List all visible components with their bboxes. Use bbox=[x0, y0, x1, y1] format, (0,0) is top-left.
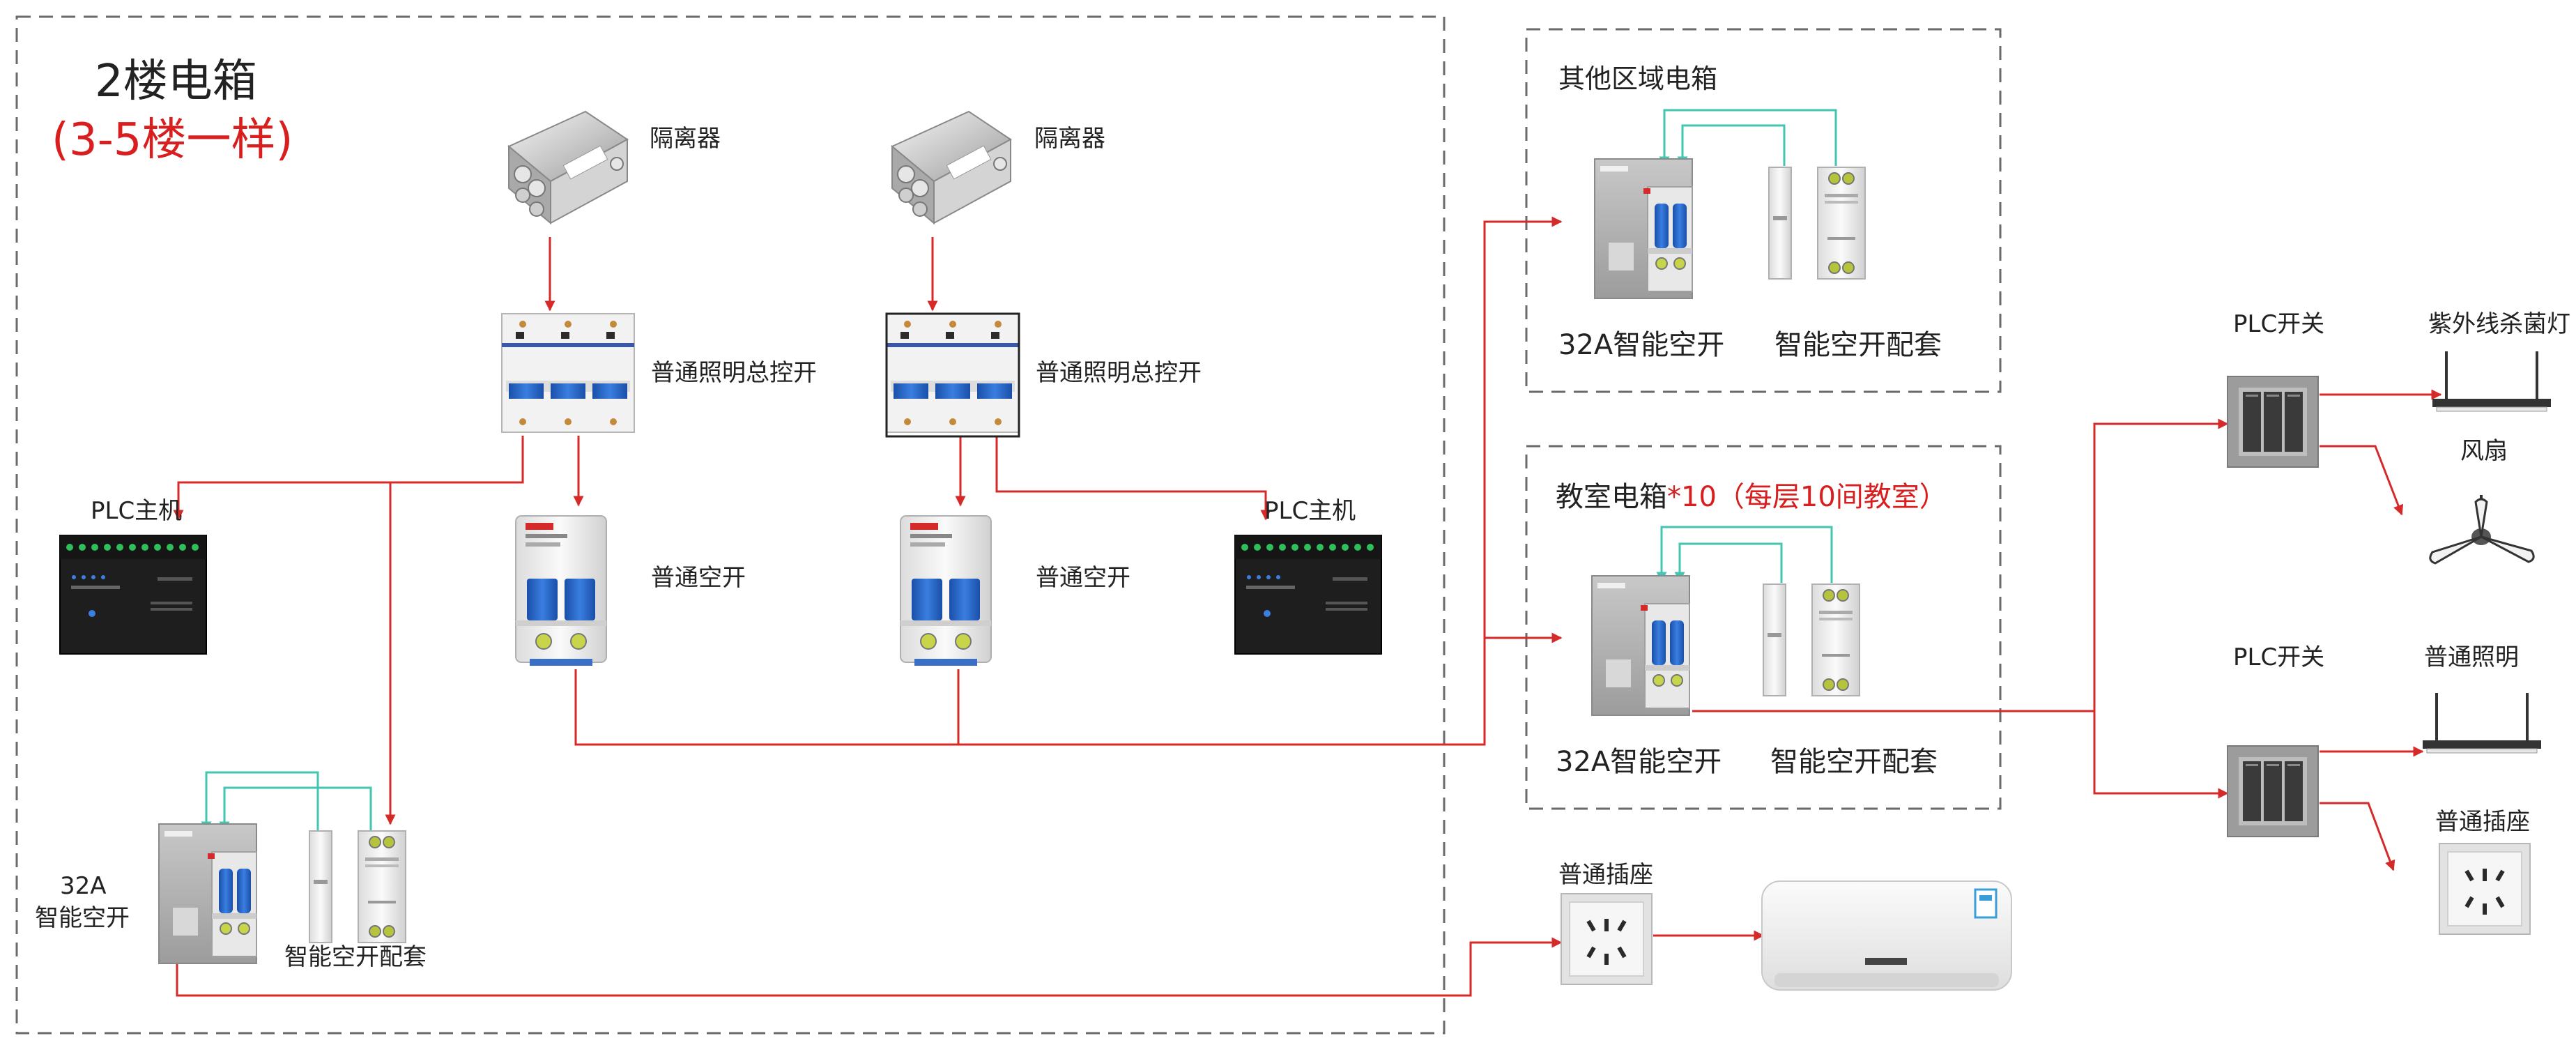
lighting-label: 普通照明 bbox=[2424, 643, 2519, 671]
classroom-box bbox=[1525, 445, 2002, 810]
plc-host-device-2 bbox=[1234, 535, 1382, 655]
breaker-device-1 bbox=[515, 515, 607, 666]
main-switch-label-2: 普通照明总控开 bbox=[1036, 359, 1202, 387]
breaker-device-2 bbox=[900, 515, 992, 666]
other-smart-breaker-label: 32A智能空开 bbox=[1558, 329, 1724, 361]
fan-device bbox=[2429, 495, 2535, 565]
breaker-label-1: 普通空开 bbox=[651, 564, 746, 592]
other-smart-kit-label: 智能空开配套 bbox=[1774, 329, 1942, 361]
main-switch-device-2 bbox=[886, 313, 1020, 433]
plc-host-label-2: PLC主机 bbox=[1264, 497, 1356, 525]
socket-label: 普通插座 bbox=[1558, 861, 1653, 889]
classroom-smart-kit-label: 智能空开配套 bbox=[1770, 746, 1938, 778]
main-switch-label-1: 普通照明总控开 bbox=[651, 359, 817, 387]
other-smart-kit-device bbox=[1768, 167, 1866, 280]
smart-breaker-label-line2: 智能空开 bbox=[35, 904, 130, 932]
floor2-title: 2楼电箱 bbox=[95, 56, 257, 107]
smart-breaker-label-line1: 32A bbox=[60, 872, 107, 900]
plc-host-label-1: PLC主机 bbox=[91, 497, 182, 525]
power-wires bbox=[173, 216, 2442, 997]
smart-breaker-device bbox=[158, 823, 257, 964]
isolator-label-1: 隔离器 bbox=[650, 125, 721, 153]
main-switch-device-1 bbox=[501, 313, 635, 433]
other-area-box bbox=[1525, 28, 2002, 393]
classroom-title: 教室电箱*10（每层10间教室） bbox=[1556, 481, 1947, 513]
plc-switch-device-2 bbox=[2227, 745, 2319, 837]
plc-host-device-1 bbox=[59, 535, 207, 655]
plc-switch-label-1: PLC开关 bbox=[2233, 310, 2324, 338]
air-conditioner bbox=[1761, 880, 2012, 991]
floor2-subtitle: (3-5楼一样) bbox=[52, 114, 293, 166]
classroom-smart-kit-device bbox=[1763, 583, 1860, 696]
uv-lamp-label: 紫外线杀菌灯 bbox=[2428, 310, 2570, 338]
uv-lamp-device bbox=[2431, 350, 2552, 413]
main-switch-frame bbox=[885, 312, 1020, 438]
isolator-label-2: 隔离器 bbox=[1034, 125, 1105, 153]
signal-wires bbox=[201, 109, 1837, 832]
classroom-title-main: 教室电箱 bbox=[1556, 481, 1667, 513]
classroom-smart-breaker-device bbox=[1591, 575, 1690, 716]
smart-kit-label: 智能空开配套 bbox=[284, 943, 427, 971]
breaker-label-2: 普通空开 bbox=[1036, 564, 1130, 592]
fan-label: 风扇 bbox=[2460, 437, 2508, 465]
other-area-title: 其他区域电箱 bbox=[1558, 63, 1717, 94]
smart-kit-device bbox=[309, 830, 406, 943]
plc-switch-device-1 bbox=[2227, 376, 2319, 468]
classroom-smart-breaker-label: 32A智能空开 bbox=[1556, 746, 1722, 778]
classroom-title-accent: *10（每层10间教室） bbox=[1667, 481, 1947, 513]
isolator-device-2 bbox=[891, 111, 1011, 224]
socket-device bbox=[1561, 893, 1653, 985]
right-socket-label: 普通插座 bbox=[2435, 808, 2530, 836]
plc-switch-label-2: PLC开关 bbox=[2233, 643, 2324, 671]
right-socket-device bbox=[2439, 843, 2531, 935]
floor2-box bbox=[15, 15, 1446, 1035]
lighting-device bbox=[2421, 692, 2543, 754]
other-smart-breaker-device bbox=[1594, 158, 1693, 299]
isolator-device-1 bbox=[508, 111, 628, 224]
